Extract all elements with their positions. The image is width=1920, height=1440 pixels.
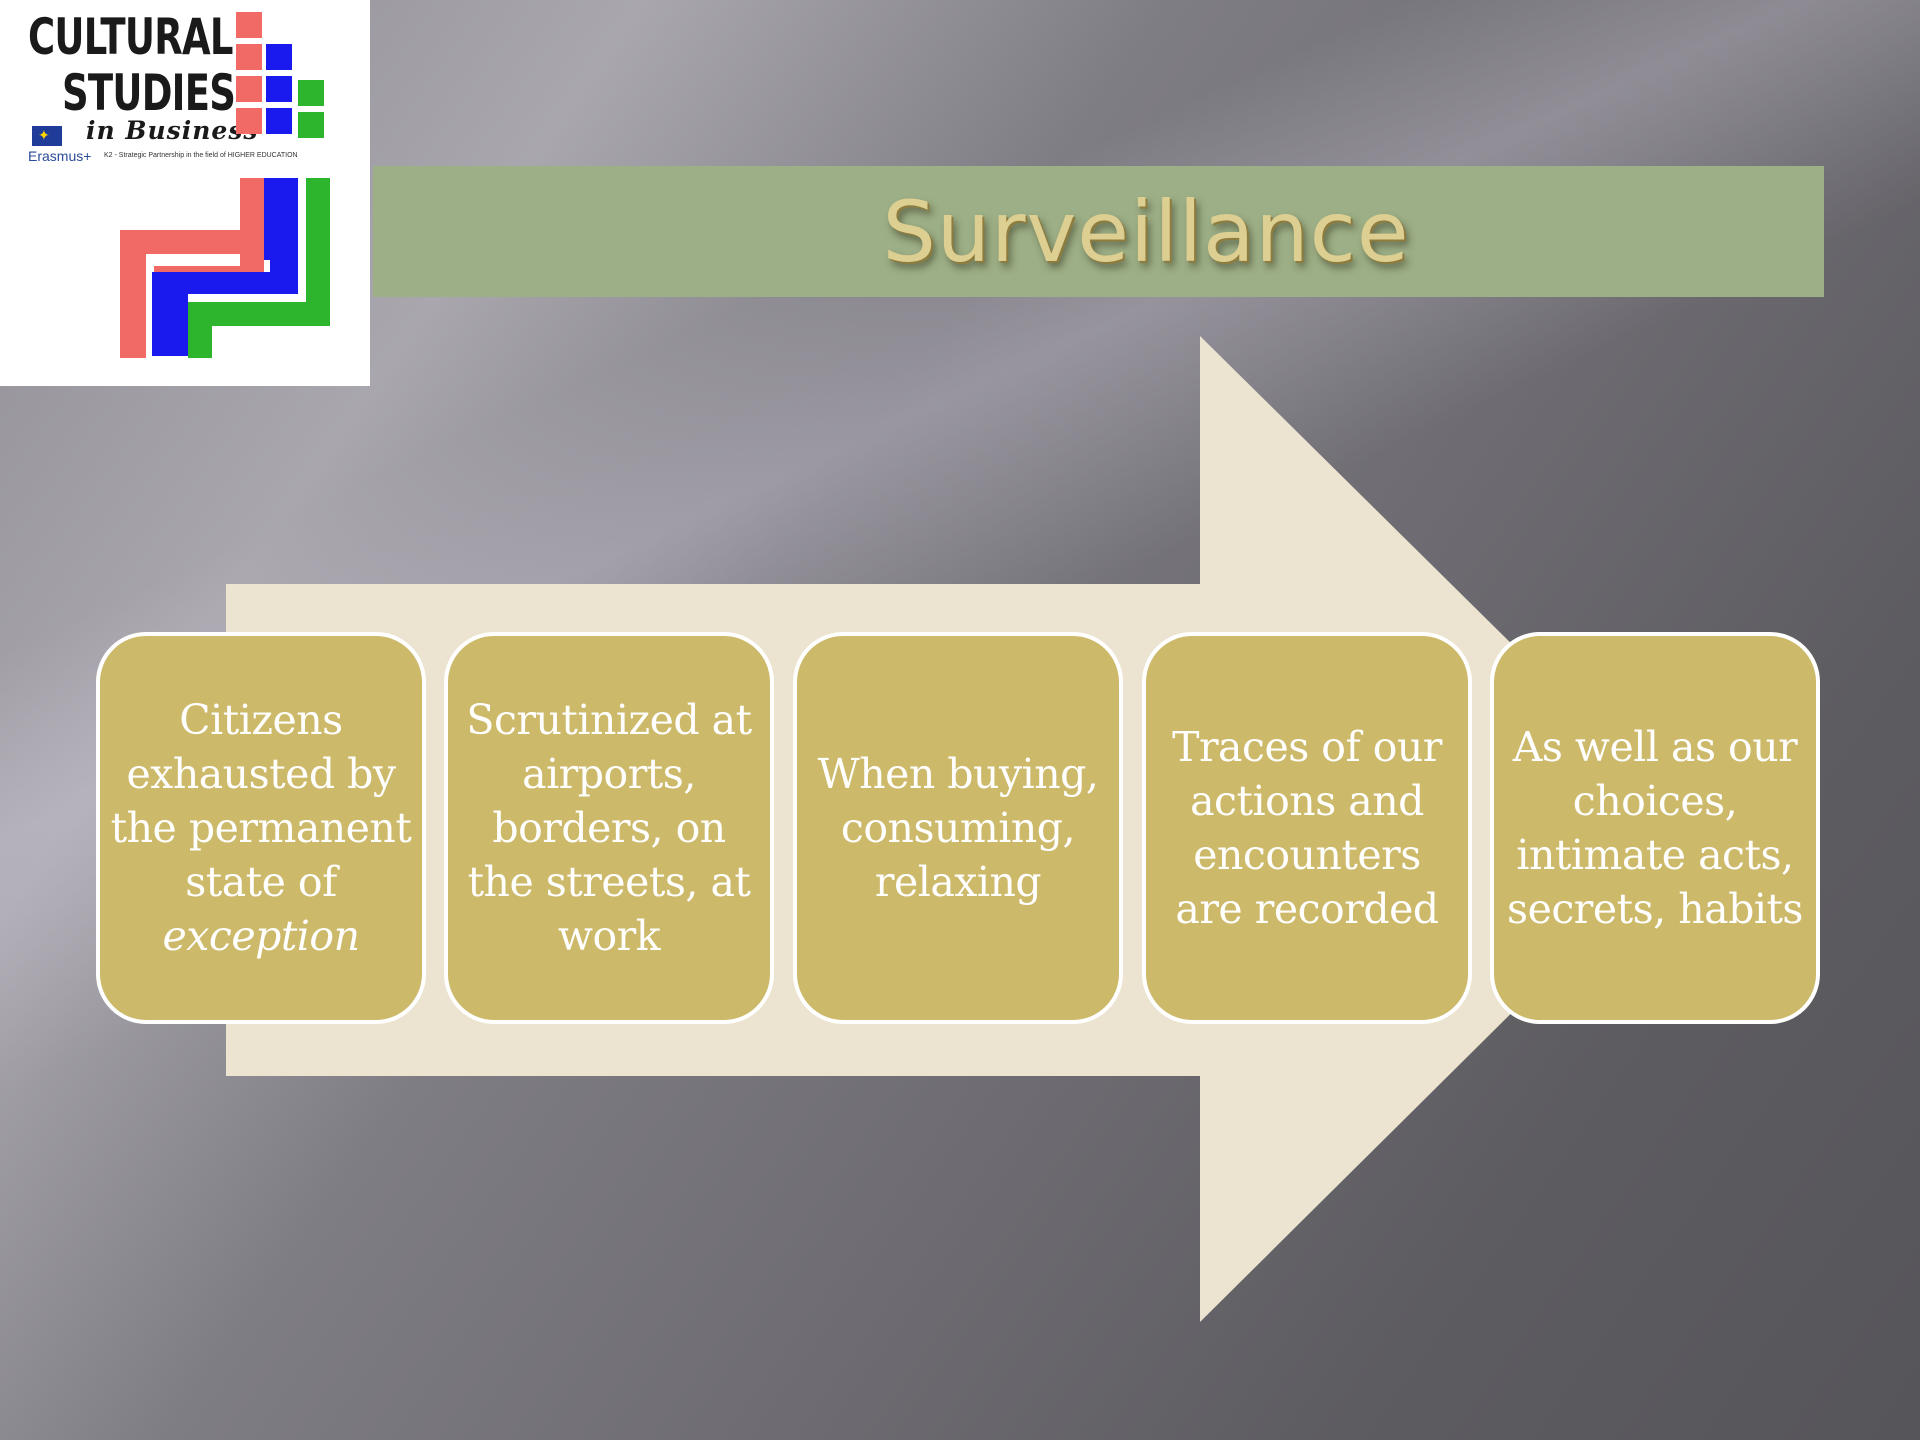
- logo-text-in-business: in Business: [86, 116, 259, 145]
- step-text: As well as our choices, intimate acts, s…: [1507, 723, 1803, 933]
- logo-square: [236, 12, 262, 38]
- logo-square: [298, 112, 324, 138]
- logo-text-k2: K2 - Strategic Partnership in the field …: [104, 152, 298, 159]
- logo-square: [298, 80, 324, 106]
- slide-title: Surveillance: [882, 182, 1410, 281]
- step-text: Traces of our actions and encounters are…: [1172, 723, 1442, 933]
- process-step: As well as our choices, intimate acts, s…: [1490, 632, 1820, 1024]
- logo-stair-green: [188, 178, 330, 358]
- logo-square: [266, 76, 292, 102]
- logo-text-studies: STUDIES: [62, 64, 236, 122]
- logo-text-erasmus: Erasmus+: [28, 148, 92, 164]
- process-step: Citizens exhausted by the permanent stat…: [96, 632, 426, 1024]
- cultural-studies-logo: CULTURAL STUDIES in Business ✦ Erasmus+ …: [0, 0, 370, 386]
- step-emphasis: exception: [162, 912, 360, 960]
- logo-stairs-icon: [120, 178, 330, 358]
- logo-square: [236, 44, 262, 70]
- title-bar: Surveillance: [373, 166, 1824, 297]
- logo-stair-blue: [152, 178, 298, 356]
- step-text: Citizens exhausted by the permanent stat…: [110, 696, 412, 906]
- step-text: When buying, consuming, relaxing: [817, 750, 1099, 906]
- process-step: Traces of our actions and encounters are…: [1142, 632, 1472, 1024]
- logo-square: [236, 108, 262, 134]
- process-step: When buying, consuming, relaxing: [793, 632, 1123, 1024]
- eu-flag-icon: ✦: [32, 126, 62, 146]
- step-text: Scrutinized at airports, borders, on the…: [466, 696, 752, 960]
- logo-text-cultural: CULTURAL: [28, 8, 233, 66]
- logo-square: [236, 76, 262, 102]
- process-step: Scrutinized at airports, borders, on the…: [444, 632, 774, 1024]
- logo-square: [266, 44, 292, 70]
- logo-square: [266, 108, 292, 134]
